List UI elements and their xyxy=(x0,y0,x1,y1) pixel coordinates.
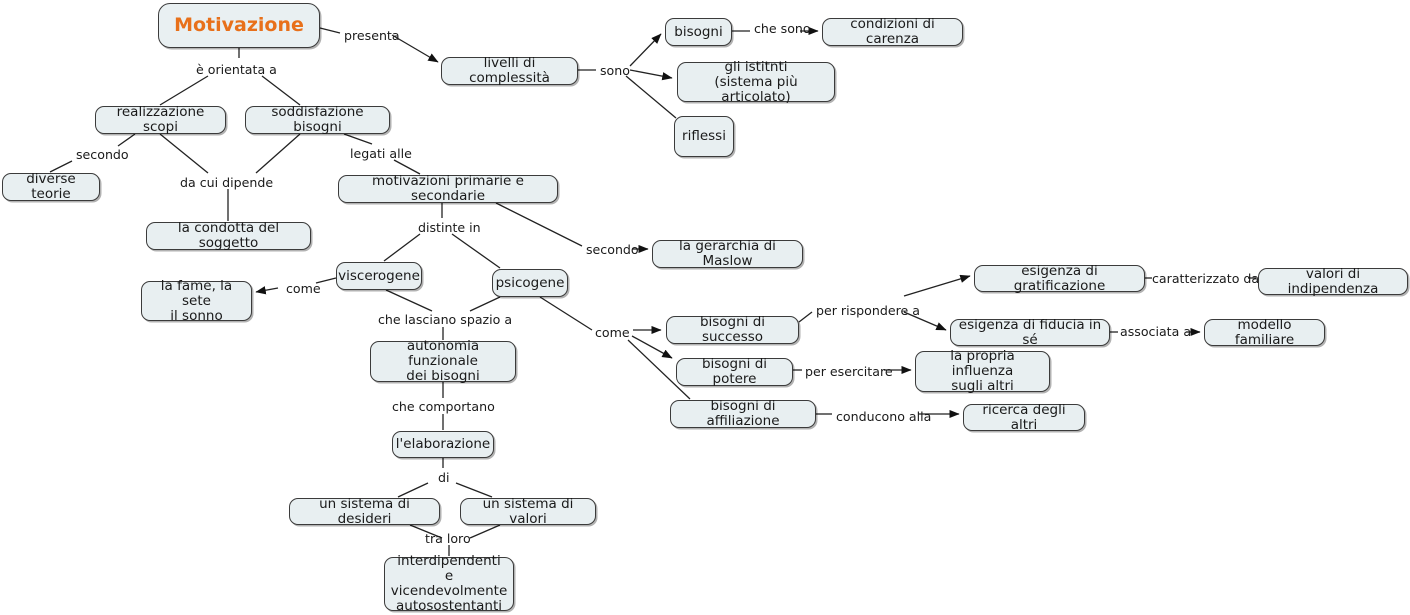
node-riflessi[interactable]: riflessi xyxy=(674,116,734,157)
node-motivazioni[interactable]: motivazioni primarie e secondarie xyxy=(338,174,558,204)
node-istinti[interactable]: gli istitnti (sistema più articolato) xyxy=(677,59,835,104)
link-label-da_cui_dipende: da cui dipende xyxy=(180,175,274,190)
link-perrispondere-gratificazione xyxy=(903,274,971,297)
node-potere[interactable]: bisogni di potere xyxy=(676,357,793,387)
link-label-sono: sono xyxy=(600,63,630,78)
link-psicogene-chelasciano xyxy=(469,296,501,312)
node-elaborazione[interactable]: l'elaborazione xyxy=(392,431,494,458)
link-label-tra_loro: tra loro xyxy=(425,531,471,546)
node-gratificazione[interactable]: esigenza di gratificazione xyxy=(974,263,1145,293)
link-label-come2: come xyxy=(595,325,630,340)
link-label-e_orientata_a: è orientata a xyxy=(196,62,277,77)
node-realizzazione[interactable]: realizzazione scopi xyxy=(95,105,226,135)
link-label-secondo1: secondo xyxy=(76,147,129,162)
node-autonomia[interactable]: autonomia funzionale dei bisogni xyxy=(370,339,516,384)
node-valori_indip[interactable]: valori di indipendenza xyxy=(1258,266,1408,296)
link-sistemavalori-traloro xyxy=(469,524,501,539)
node-sistema_valori[interactable]: un sistema di valori xyxy=(460,496,596,526)
link-come2-potere xyxy=(631,335,673,359)
link-label-caratterizzato_da: caratterizzato da xyxy=(1152,271,1260,286)
link-di-sistemavalori xyxy=(455,482,493,498)
link-successo-perrispondere xyxy=(798,311,813,323)
link-label-conducono_alla: conducono alla xyxy=(836,409,932,424)
link-psicogene-come2 xyxy=(539,296,593,331)
link-di-sistemadesideri xyxy=(397,482,429,498)
link-viscerogene-chelasciano xyxy=(385,289,433,312)
link-legatialle-motivazioni xyxy=(393,159,421,175)
link-label-distinte_in: distinte in xyxy=(418,220,481,235)
link-label-di: di xyxy=(438,470,450,485)
node-ricerca[interactable]: ricerca degli altri xyxy=(963,402,1085,432)
node-successo[interactable]: bisogni di successo xyxy=(666,315,799,345)
link-label-legati_alle: legati alle xyxy=(350,146,412,161)
link-come1-fame xyxy=(255,286,279,295)
node-affiliazione[interactable]: bisogni di affiliazione xyxy=(670,399,816,429)
node-diverse_teorie[interactable]: diverse teorie xyxy=(2,172,100,202)
link-sono-istinti xyxy=(629,69,673,81)
link-motivazioni-secondo2 xyxy=(495,202,583,247)
link-orientata-realizzazione xyxy=(159,75,209,106)
node-condotta[interactable]: la condotta del soggetto xyxy=(146,221,311,251)
node-soddisfazione[interactable]: soddisfazione bisogni xyxy=(245,105,390,135)
node-fiducia[interactable]: esigenza di fiducia in sé xyxy=(950,317,1110,347)
link-realizzazione-dacuidipende xyxy=(159,133,209,174)
node-motivazione[interactable]: Motivazione xyxy=(158,3,320,48)
link-label-per_esercitare: per esercitare xyxy=(805,364,893,379)
link-distintein-psicogene xyxy=(451,233,501,269)
link-sono-bisogni xyxy=(629,33,662,67)
link-label-come1: come xyxy=(286,281,321,296)
node-condizioni[interactable]: condizioni di carenza xyxy=(822,17,963,47)
node-modello_familiare[interactable]: modello familiare xyxy=(1204,317,1325,347)
node-maslow[interactable]: la gerarchia di Maslow xyxy=(652,239,803,269)
link-motivazione-presenta xyxy=(319,27,341,34)
link-label-presenta: presenta xyxy=(344,28,400,43)
link-label-secondo2: secondo xyxy=(586,242,639,257)
link-realizzazione-secondo xyxy=(117,133,136,147)
node-livelli[interactable]: livelli di complessità xyxy=(441,56,578,86)
node-sistema_desideri[interactable]: un sistema di desideri xyxy=(289,496,440,526)
link-sono-riflessi xyxy=(625,75,677,119)
link-label-che_comportano: che comportano xyxy=(392,399,495,414)
link-orientata-soddisfazione xyxy=(261,75,301,106)
link-label-associata_a: associata a xyxy=(1120,324,1192,339)
node-bisogni[interactable]: bisogni xyxy=(665,18,732,46)
link-label-che_sono: che sono xyxy=(754,21,811,36)
link-soddisfazione-dacuidipende xyxy=(255,133,301,174)
link-distintein-viscerogene xyxy=(383,233,421,262)
link-soddisfazione-legatialle xyxy=(343,133,373,145)
node-psicogene[interactable]: psicogene xyxy=(492,269,568,297)
node-viscerogene[interactable]: viscerogene xyxy=(336,262,422,290)
node-influenza[interactable]: la propria influenza sugli altri xyxy=(915,349,1050,394)
node-fame[interactable]: la fame, la sete il sonno xyxy=(141,278,252,323)
node-interdipendenti[interactable]: interdipendenti e vicendevolmente autoso… xyxy=(384,554,514,614)
link-label-per_rispondere_a: per rispondere a xyxy=(816,303,920,318)
link-label-che_lasciano: che lasciano spazio a xyxy=(378,312,513,327)
